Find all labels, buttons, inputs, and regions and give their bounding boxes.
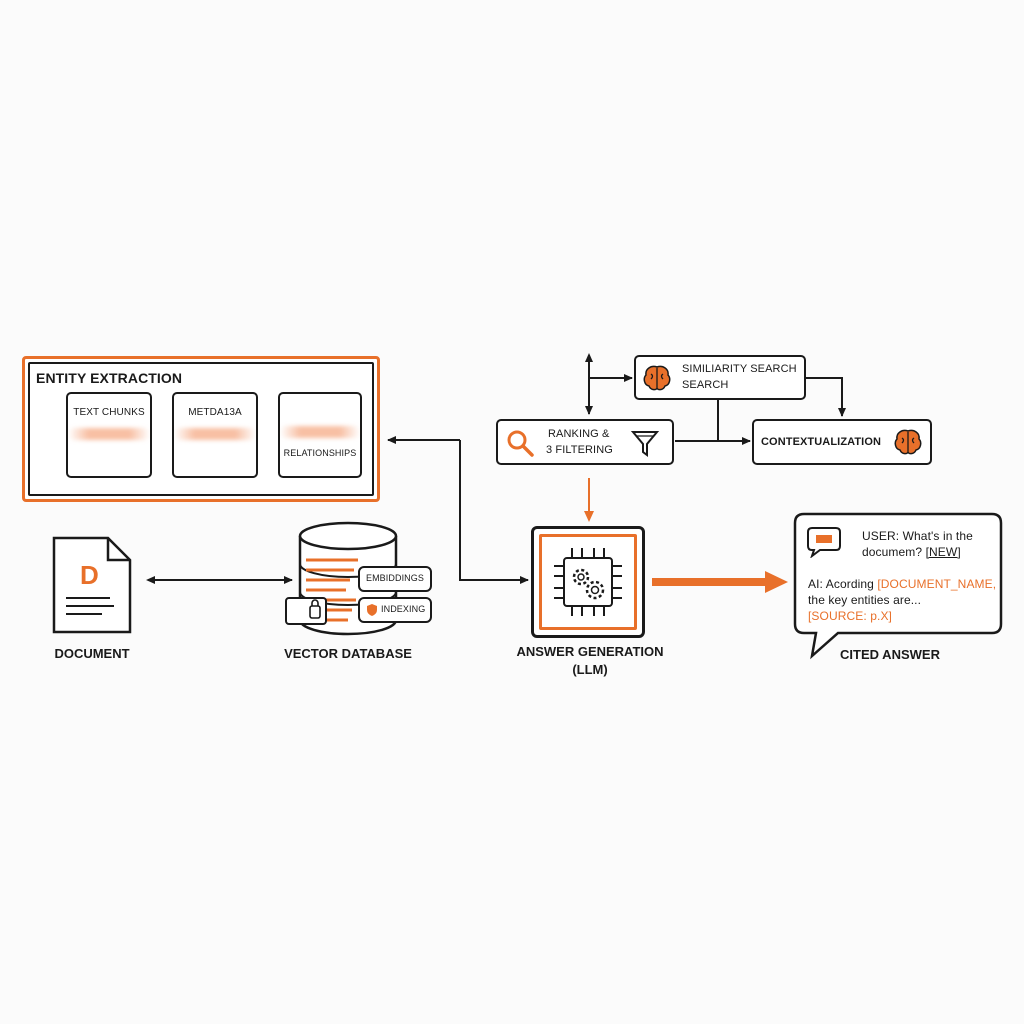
text-chunks-label: TEXT CHUNKS <box>73 407 145 418</box>
llm-caption-2: (LLM) <box>572 662 608 677</box>
contextualization-label: CONTEXTUALIZATION <box>761 436 882 448</box>
context-brain-icon <box>893 428 923 456</box>
user-line-1: USER: What's in the <box>862 529 973 543</box>
llm-box-orange <box>539 534 637 630</box>
magnifier-icon <box>505 428 535 458</box>
document-caption: DOCUMENT <box>54 646 130 661</box>
entity-extraction-title: ENTITY EXTRACTION <box>36 370 183 386</box>
arrow-similarity-to-context <box>806 377 846 417</box>
text-chunks-highlight <box>68 428 150 440</box>
ai-line-2: the key entities are... <box>808 593 922 607</box>
funnel-icon <box>630 428 660 458</box>
ranking-label-1: RANKING & <box>548 428 610 440</box>
chip-gears-icon <box>550 544 626 620</box>
user-question: documem? <box>862 545 923 559</box>
shield-icon <box>366 603 378 617</box>
relationships-highlight <box>280 426 360 438</box>
chat-bubble-icon <box>806 526 842 559</box>
indexing-label: INDEXING <box>381 604 426 614</box>
relationships-label: RELATIONSHIPS <box>283 448 357 458</box>
similarity-label-2: SEARCH <box>682 379 729 391</box>
arrow-llm-to-answer-head <box>765 571 788 593</box>
ai-line-1: AI: Acording [DOCUMENT_NAME, <box>808 577 996 591</box>
document-letter: D <box>80 560 99 590</box>
new-tag: [NEW] <box>925 545 961 559</box>
source-tag: [SOURCE: p.X] <box>808 609 892 623</box>
vector-db-caption: VECTOR DATABASE <box>284 646 412 661</box>
brain-icon <box>642 364 672 392</box>
ai-prefix: AI: Acording <box>808 577 874 591</box>
llm-box-outer <box>531 526 645 638</box>
arrow-to-answer-generation <box>459 440 529 584</box>
llm-caption-1: ANSWER GENERATION <box>516 644 664 659</box>
embeddings-label: EMBIDDINGS <box>365 573 424 583</box>
ranking-label-2: 3 FILTERING <box>546 444 613 456</box>
cited-answer-caption: CITED ANSWER <box>840 647 940 662</box>
document-icon <box>52 536 132 634</box>
answer-bubble <box>792 512 1004 660</box>
user-line-2: documem? [NEW] <box>862 545 961 559</box>
embeddings-tag <box>358 566 432 592</box>
metadata-highlight <box>174 428 256 440</box>
similarity-label-1: SIMILIARITY SEARCH <box>682 363 797 375</box>
lock-icon <box>284 596 328 626</box>
document-name-tag: [DOCUMENT_NAME, <box>877 577 997 591</box>
metadata-label: METDA13A <box>188 407 242 418</box>
